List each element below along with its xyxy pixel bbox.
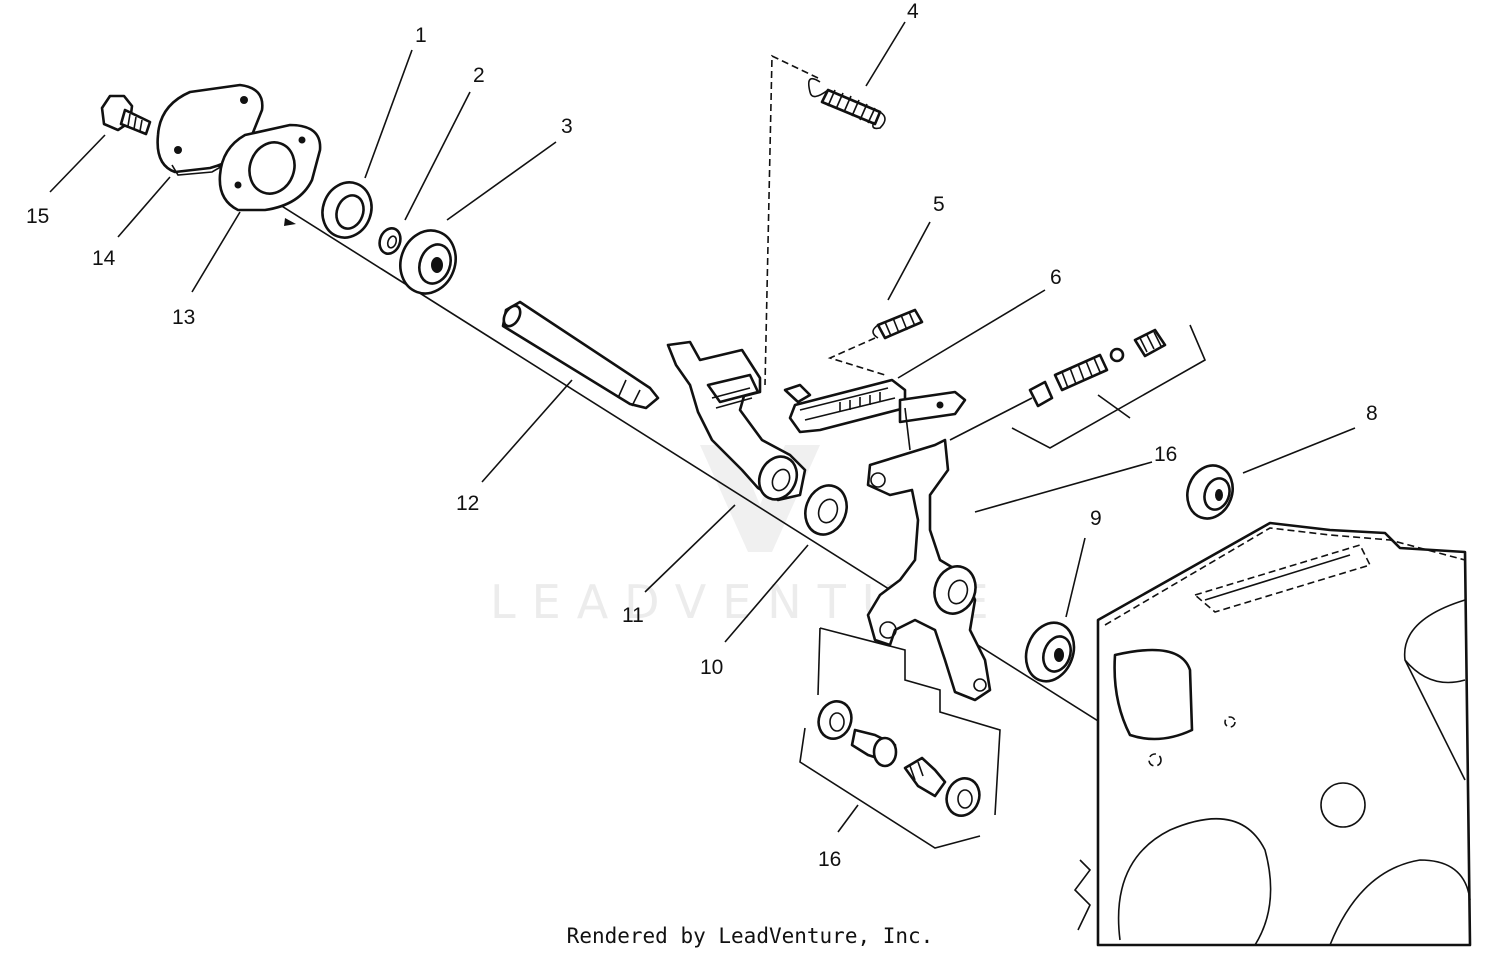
fork-reference-outline-left <box>817 627 821 696</box>
callout-1: 1 <box>415 24 427 47</box>
part-15-bolt <box>100 94 152 136</box>
arrow-head <box>284 218 296 226</box>
spring-link-dash <box>764 54 819 386</box>
callout-12: 12 <box>456 492 479 515</box>
part-6-bracket <box>783 378 967 451</box>
part-11-lever <box>666 340 807 502</box>
part-4-spring <box>807 77 886 130</box>
callout-6: 6 <box>1050 266 1062 289</box>
shaft-axis-line <box>184 144 1161 761</box>
footer-credit: Rendered by LeadVenture, Inc. <box>566 924 934 948</box>
part-3-bearing <box>399 229 457 295</box>
part-16-lower-kit <box>817 700 981 817</box>
part-12-shaft <box>501 300 660 410</box>
callout-10: 10 <box>700 656 723 679</box>
bracket-16-upper <box>1011 324 1207 449</box>
callout-9: 9 <box>1090 507 1102 530</box>
part-9-bearing <box>1024 621 1076 683</box>
callout-3: 3 <box>561 115 573 138</box>
callout-4: 4 <box>907 0 919 23</box>
callout-11: 11 <box>622 604 644 627</box>
part-13-gasket <box>218 123 322 212</box>
engine-block <box>1073 521 1472 947</box>
governor-fork <box>866 438 992 702</box>
part-5-spring <box>872 308 924 340</box>
callout-15: 15 <box>26 205 49 228</box>
callout-labels: 1 2 3 4 5 6 8 9 10 11 12 13 14 15 16 16 <box>26 0 1378 871</box>
part-16-upper-kit <box>949 328 1167 441</box>
fork-reference-outline <box>819 627 1001 816</box>
part-2-retaining-ring <box>378 227 402 255</box>
part-1-seal <box>321 181 373 239</box>
callout-13: 13 <box>172 306 195 329</box>
part-8-bearing <box>1186 464 1234 520</box>
part-10-washer <box>804 484 848 536</box>
callout-16-upper: 16 <box>1154 443 1177 466</box>
callout-14: 14 <box>92 247 116 270</box>
callout-16-lower: 16 <box>818 848 841 871</box>
callout-2: 2 <box>473 64 485 87</box>
bracket-16-lower <box>799 727 981 849</box>
callout-8: 8 <box>1366 402 1378 425</box>
leader-lines <box>49 21 1356 833</box>
callout-5: 5 <box>933 193 945 216</box>
spring-5-dash <box>827 337 886 376</box>
